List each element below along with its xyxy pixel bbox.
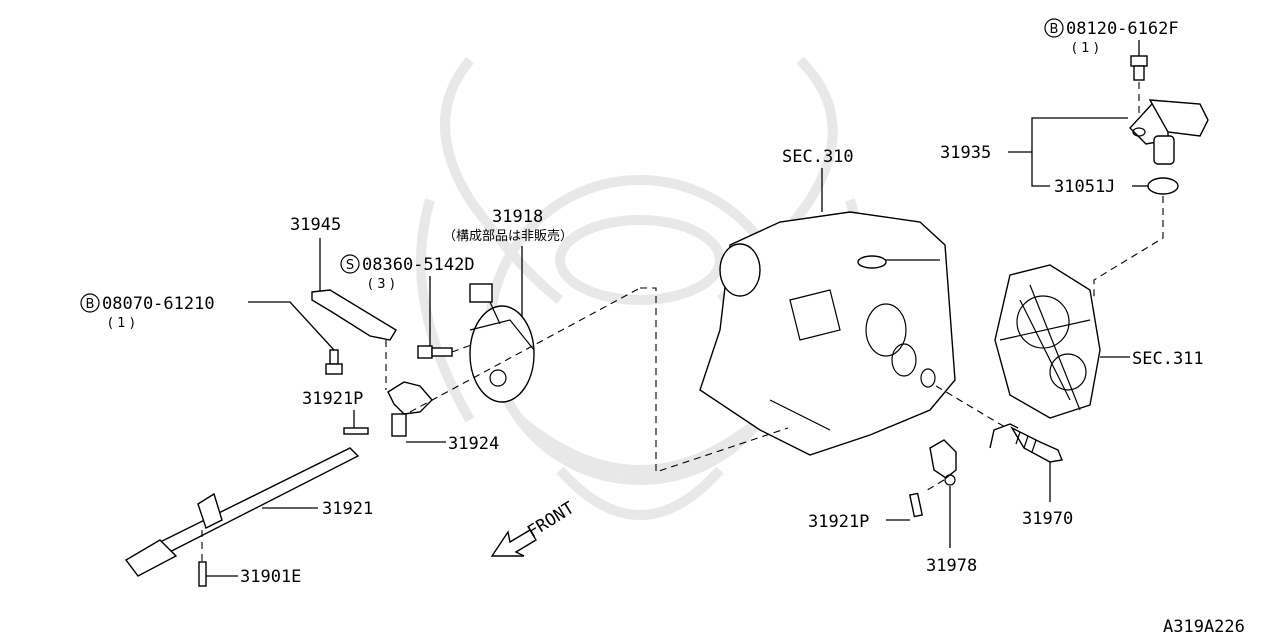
label-front: FRONT <box>524 498 578 542</box>
o-ring-31051j <box>1147 177 1179 195</box>
label-31918: 31918 <box>492 207 543 227</box>
pin-31901e <box>198 561 207 587</box>
label-08070-qty: ( 1 ) <box>108 316 135 331</box>
bolt-08360-5142d <box>417 345 453 359</box>
bolt-08070-61210 <box>325 349 343 375</box>
label-31921: 31921 <box>322 499 373 519</box>
label-31945: 31945 <box>290 215 341 235</box>
label-08360-qty: ( 3 ) <box>368 277 395 292</box>
pin-31921p-left <box>343 427 369 435</box>
bolt-08120-6162f <box>1130 55 1148 81</box>
label-31978: 31978 <box>926 556 977 576</box>
label-31921p-left: 31921P <box>302 389 363 409</box>
front-arrow-icon <box>490 529 537 557</box>
label-sec-311: SEC.311 <box>1132 349 1204 369</box>
label-31901e: 31901E <box>240 567 301 587</box>
diagram-code: A319A226 <box>1163 617 1245 637</box>
bracket-31945 <box>311 289 397 341</box>
label-31924: 31924 <box>448 434 499 454</box>
label-08120-6162f: 08120-6162F <box>1066 19 1179 39</box>
manual-lever-31924 <box>387 381 433 437</box>
label-31935: 31935 <box>940 143 991 163</box>
label-31921p-right: 31921P <box>808 512 869 532</box>
marker-s-08360: S <box>340 254 360 274</box>
pin-31921p-right <box>908 492 924 518</box>
label-08070-61210: 08070-61210 <box>102 294 215 314</box>
bracket-31978 <box>929 439 957 486</box>
label-31918-note: （構成部品は非販売） <box>443 228 573 244</box>
label-sec-310: SEC.310 <box>782 147 854 167</box>
label-31970: 31970 <box>1022 509 1073 529</box>
inhibitor-switch-31918 <box>469 283 535 403</box>
control-rod-31921 <box>124 447 360 577</box>
marker-b-08120: B <box>1044 18 1064 38</box>
marker-b-letter-2: B <box>86 297 95 312</box>
breather-tube-31970 <box>989 423 1063 463</box>
marker-b-08070: B <box>80 293 100 313</box>
marker-s-letter: S <box>346 258 354 273</box>
cam-sensor-31935 <box>1129 99 1209 165</box>
label-08360-5142d: 08360-5142D <box>362 255 475 275</box>
cover-sec-311 <box>994 264 1101 419</box>
marker-b-letter: B <box>1050 22 1059 37</box>
label-08120-qty: ( 1 ) <box>1072 41 1099 56</box>
transmission-case-sec-310 <box>699 211 956 456</box>
label-31051j: 31051J <box>1054 177 1115 197</box>
